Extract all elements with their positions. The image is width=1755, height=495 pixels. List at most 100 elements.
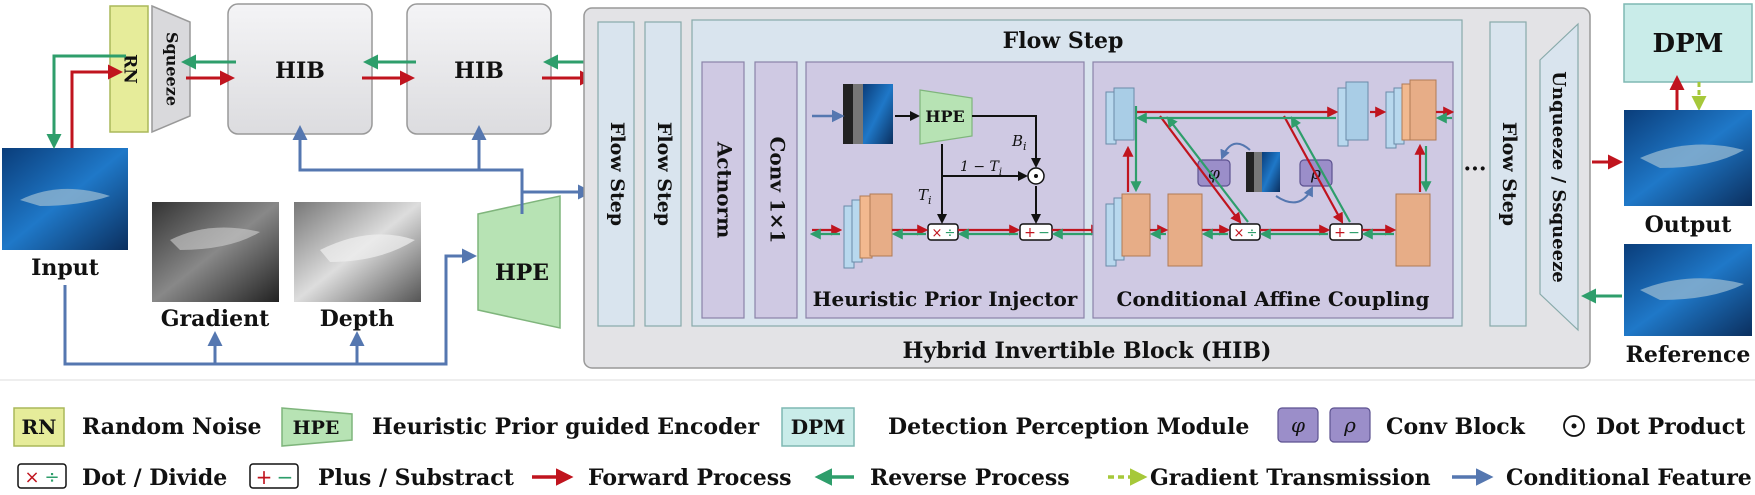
svg-text:Heuristic Prior guided Encoder: Heuristic Prior guided Encoder [372, 414, 759, 440]
svg-text:+: + [1024, 225, 1036, 241]
svg-text:Random Noise: Random Noise [82, 414, 262, 440]
gradient-image [152, 202, 279, 302]
svg-text:ρ: ρ [1343, 413, 1356, 437]
flow-step-inner-title: Flow Step [1003, 28, 1124, 54]
svg-text:Conv Block: Conv Block [1386, 414, 1526, 440]
cac-title: Conditional Affine Coupling [1117, 287, 1430, 311]
hpi-black-lines [937, 115, 1041, 224]
cac-plus-sub-op: + − [1329, 223, 1363, 241]
svg-text:Conv 1×1: Conv 1×1 [766, 137, 790, 244]
svg-text:−: − [277, 465, 294, 489]
svg-text:÷: ÷ [1247, 226, 1258, 241]
hpe-label: HPE [495, 260, 549, 286]
svg-text:Detection Perception Module: Detection Perception Module [888, 414, 1249, 440]
svg-text:Gradient Transmission: Gradient Transmission [1150, 465, 1431, 491]
gradient-label: Gradient [161, 306, 270, 332]
hib-1-label: HIB [275, 58, 325, 84]
svg-text:φ: φ [1208, 164, 1220, 184]
reference-label: Reference [1626, 342, 1751, 368]
hpi-title: Heuristic Prior Injector [813, 287, 1078, 311]
actnorm-block: Actnorm [701, 61, 745, 319]
reference-image [1624, 244, 1752, 336]
legend-reverse: Reverse Process [814, 465, 1070, 491]
svg-text:φ: φ [1291, 413, 1305, 437]
legend-conditional: Conditional Feature [1452, 465, 1752, 491]
legend-rn: RN Random Noise [13, 407, 262, 447]
legend-hpe: HPE Heuristic Prior guided Encoder [281, 407, 759, 447]
svg-text:Dot / Divide: Dot / Divide [82, 465, 227, 491]
hpe-block: HPE [477, 195, 561, 329]
cac-image-stack [1246, 152, 1280, 192]
rn-block: RN [109, 5, 149, 133]
svg-text:Plus / Substract: Plus / Substract [318, 465, 515, 491]
squeeze-block: Squeeze [151, 4, 191, 134]
hpi-feature-stack [843, 193, 893, 269]
cac-top-right-stack [1337, 81, 1369, 147]
svg-text:HPE: HPE [925, 107, 964, 126]
svg-text:1 − Ti: 1 − Ti [960, 159, 1002, 178]
hpi-image-stack [843, 84, 893, 144]
svg-text:+: + [256, 465, 273, 489]
svg-text:Forward Process: Forward Process [588, 465, 791, 491]
hib-caption: Hybrid Invertible Block (HIB) [903, 338, 1272, 364]
svg-text:×: × [24, 467, 39, 488]
svg-text:RN: RN [22, 415, 57, 439]
cac-split-top-stack [1105, 87, 1135, 145]
input-label: Input [31, 255, 100, 281]
squeeze-label: Squeeze [163, 32, 182, 106]
cac-img-to-phi-arrow [1220, 142, 1251, 160]
cac-reverse-lines [1130, 106, 1452, 240]
dpm-block: DPM [1623, 3, 1753, 83]
legend-conv-block: φ ρ Conv Block [1277, 407, 1526, 443]
cac-forward-lines [1122, 106, 1455, 236]
depth-label: Depth [320, 306, 395, 332]
svg-text:÷: ÷ [945, 226, 956, 241]
svg-text:Flow Step: Flow Step [1498, 122, 1520, 226]
conv1x1-block: Conv 1×1 [754, 61, 798, 319]
legend-plus-sub: + − Plus / Substract [249, 463, 515, 491]
ellipsis: ··· [1464, 156, 1487, 182]
svg-text:DPM: DPM [791, 415, 846, 439]
svg-text:+: + [1334, 225, 1346, 241]
hpi-plus-sub-op: + − [1019, 223, 1053, 241]
cac-bottom-right-stack [1395, 193, 1431, 267]
cac-dot-divide-op: × ÷ [1229, 223, 1261, 241]
svg-text:Unqueeze / Ssqueeze: Unqueeze / Ssqueeze [1548, 71, 1569, 283]
flow-step-outer-2: Flow Step [644, 21, 682, 327]
svg-text:Actnorm: Actnorm [713, 141, 737, 239]
input-image [2, 148, 128, 250]
output-image [1624, 110, 1752, 206]
svg-text:Bi: Bi [1011, 132, 1027, 153]
legend-dot-divide: × ÷ Dot / Divide [17, 463, 227, 491]
svg-text:×: × [932, 226, 943, 241]
svg-text:−: − [1348, 225, 1360, 241]
unsqueeze-block: Unqueeze / Ssqueeze [1539, 22, 1579, 332]
output-label: Output [1645, 212, 1733, 238]
hpi-hpe-block: HPE [919, 89, 973, 145]
legend-gradient: Gradient Transmission [1108, 465, 1431, 491]
svg-text:HPE: HPE [293, 417, 340, 439]
svg-text:DPM: DPM [1653, 29, 1724, 59]
cac-half-stack [1167, 193, 1203, 267]
hib-block-1: HIB [227, 3, 373, 135]
flow-step-outer-3: Flow Step [1489, 21, 1527, 327]
depth-image [294, 202, 421, 302]
svg-text:−: − [1038, 225, 1050, 241]
svg-text:Reverse Process: Reverse Process [870, 465, 1070, 491]
svg-text:Dot Product: Dot Product [1596, 414, 1746, 440]
hpi-dot-divide-op: × ÷ [927, 223, 959, 241]
cac-output-stack [1385, 79, 1437, 149]
cac-input-stack [1105, 193, 1151, 267]
legend-dot-product: Dot Product [1563, 414, 1746, 440]
legend-forward: Forward Process [532, 465, 791, 491]
svg-text:Flow Step: Flow Step [606, 122, 628, 226]
rn-label: RN [120, 54, 140, 84]
svg-text:×: × [1234, 226, 1245, 241]
svg-text:Ti: Ti [918, 186, 932, 207]
hib-2-label: HIB [454, 58, 504, 84]
conditional-lines [63, 125, 593, 366]
svg-text:Conditional Feature: Conditional Feature [1506, 465, 1752, 491]
hib-block-2: HIB [406, 3, 552, 135]
flow-step-outer-1: Flow Step [597, 21, 635, 327]
svg-text:Flow Step: Flow Step [653, 122, 675, 226]
